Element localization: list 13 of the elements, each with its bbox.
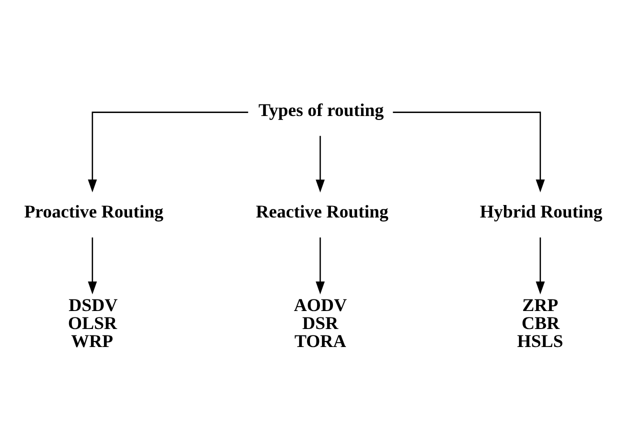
arrow	[392, 112, 545, 192]
arrow	[88, 237, 97, 294]
node-text: Reactive Routing	[256, 201, 388, 222]
node-text: Types of routing	[258, 100, 384, 120]
node-text: DSDV OLSR WRP	[68, 294, 118, 351]
node-text: Hybrid Routing	[480, 201, 602, 222]
node-text: ZRP CBR HSLS	[517, 294, 564, 351]
arrow	[316, 136, 325, 192]
node-text: AODV DSR TORA	[294, 294, 347, 351]
node-text: Proactive Routing	[24, 201, 164, 222]
arrow	[88, 112, 248, 192]
arrow	[316, 237, 325, 294]
arrow	[536, 237, 545, 294]
